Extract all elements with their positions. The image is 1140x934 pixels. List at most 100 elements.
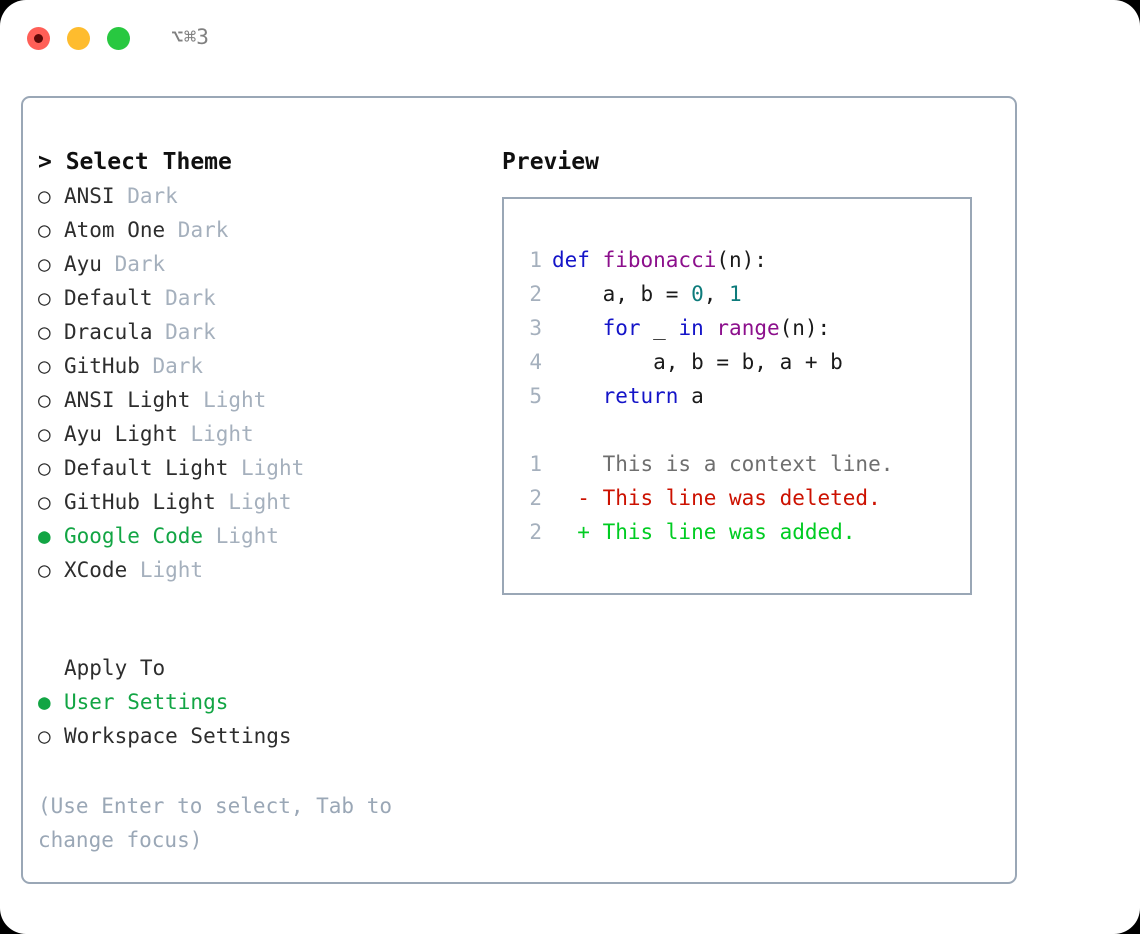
- option-category-tag: Dark: [139, 354, 204, 378]
- code-token-pln: _: [640, 316, 679, 340]
- apply-option-0[interactable]: ● User Settings: [38, 685, 478, 719]
- option-label: XCode: [64, 558, 128, 582]
- radio-unselected-icon: ○: [38, 218, 51, 242]
- recording-indicator-icon: [34, 34, 43, 43]
- theme-option-3[interactable]: ○ Default Dark: [38, 281, 478, 315]
- code-token-num: 1: [729, 282, 742, 306]
- option-category-tag: Light: [190, 388, 267, 412]
- radio-unselected-icon: ○: [38, 252, 51, 276]
- option-label: GitHub Light: [64, 490, 216, 514]
- option-category-tag: Light: [177, 422, 254, 446]
- diff-line-number: 2: [529, 486, 542, 510]
- code-token-pln: [552, 316, 603, 340]
- diff-sample: 1 This is a context line.2 - This line w…: [520, 447, 970, 549]
- code-token-fn: range: [716, 316, 780, 340]
- option-label: Dracula: [64, 320, 153, 344]
- apply-to-option-list[interactable]: ● User Settings ○Workspace Settings: [38, 685, 478, 753]
- code-token-pln: [704, 316, 717, 340]
- diff-line-add: 2 + This line was added.: [520, 515, 970, 549]
- radio-unselected-icon: ○: [38, 286, 51, 310]
- code-line: 3 for _ in range(n):: [520, 311, 970, 345]
- title-bar: ⌥⌘3: [0, 0, 1140, 78]
- diff-line-del: 2 - This line was deleted.: [520, 481, 970, 515]
- theme-option-0[interactable]: ○ ANSI Dark: [38, 179, 478, 213]
- code-token-pln: (n):: [779, 316, 831, 340]
- apply-to-title: Apply To: [64, 656, 166, 680]
- code-line-number: 2: [529, 282, 542, 306]
- option-category-tag: Light: [215, 490, 292, 514]
- radio-selected-icon: ●: [38, 524, 51, 548]
- code-token-kw: in: [678, 316, 704, 340]
- option-label: Default Light: [64, 456, 229, 480]
- option-label: ANSI Light: [64, 388, 191, 412]
- apply-option-1[interactable]: ○Workspace Settings: [38, 719, 478, 753]
- option-category-tag: Light: [203, 524, 279, 548]
- diff-line-number: 2: [529, 520, 542, 544]
- radio-unselected-icon: ○: [38, 422, 51, 446]
- code-token-pln: a, b =: [552, 282, 692, 306]
- theme-option-4[interactable]: ○ Dracula Dark: [38, 315, 478, 349]
- theme-option-7[interactable]: ○ Ayu Light Light: [38, 417, 478, 451]
- theme-option-list[interactable]: ○ANSI Dark○Atom One Dark○Ayu Dark○Defaul…: [38, 179, 478, 587]
- theme-option-2[interactable]: ○Ayu Dark: [38, 247, 478, 281]
- option-category-tag: Light: [127, 558, 204, 582]
- preview-panel-title: Preview: [502, 149, 599, 175]
- code-line-number: 3: [529, 316, 542, 340]
- option-label: Google Code: [64, 524, 204, 548]
- theme-panel-title: > Select Theme: [38, 149, 232, 175]
- content-frame: > Select Theme ○ANSI Dark○Atom One Dark○…: [21, 96, 1017, 884]
- code-line-number: 1: [529, 248, 542, 272]
- option-label: User Settings: [64, 690, 229, 714]
- theme-option-1[interactable]: ○ Atom One Dark: [38, 213, 478, 247]
- diff-line-text: This is a context line.: [552, 452, 894, 476]
- theme-option-5[interactable]: ○ GitHub Dark: [38, 349, 478, 383]
- radio-unselected-icon: ○: [38, 388, 51, 412]
- close-window-button[interactable]: [27, 27, 50, 50]
- code-line-number: 5: [529, 384, 542, 408]
- option-label: ANSI: [64, 184, 115, 208]
- code-line: 5 return a: [520, 379, 970, 413]
- theme-option-10[interactable]: ● Google Code Light: [38, 519, 478, 553]
- diff-line-text: - This line was deleted.: [552, 486, 881, 510]
- code-token-num: 0: [691, 282, 704, 306]
- code-token-pln: [552, 384, 603, 408]
- radio-unselected-icon: ○: [38, 354, 51, 378]
- diff-line-text: + This line was added.: [552, 520, 856, 544]
- code-token-pln: a: [678, 384, 704, 408]
- option-label: Atom One: [64, 218, 166, 242]
- theme-option-8[interactable]: ○Default Light Light: [38, 451, 478, 485]
- option-label: Default: [64, 286, 153, 310]
- option-category-tag: Dark: [101, 252, 166, 276]
- code-token-kw: return: [602, 384, 679, 408]
- code-token-pln: (n):: [716, 248, 767, 272]
- minimize-window-button[interactable]: [67, 27, 90, 50]
- radio-unselected-icon: ○: [38, 558, 51, 582]
- option-category-tag: Dark: [114, 184, 178, 208]
- radio-unselected-icon: ○: [38, 490, 51, 514]
- theme-option-6[interactable]: ○ ANSI Light Light: [38, 383, 478, 417]
- option-category-tag: Dark: [152, 286, 216, 310]
- code-token-pln: a, b = b, a + b: [552, 350, 843, 374]
- code-token-fn: fibonacci: [602, 248, 717, 272]
- option-label: Ayu Light: [64, 422, 178, 446]
- radio-selected-icon: ●: [38, 690, 51, 714]
- code-diff-spacer: [520, 413, 970, 447]
- maximize-window-button[interactable]: [107, 27, 130, 50]
- theme-option-11[interactable]: ○ XCode Light: [38, 553, 478, 587]
- radio-unselected-icon: ○: [38, 184, 51, 208]
- apply-to-section: Apply To ● User Settings ○Workspace Settin…: [38, 651, 478, 753]
- option-category-tag: Light: [228, 456, 305, 480]
- option-category-tag: Dark: [152, 320, 216, 344]
- theme-option-9[interactable]: ○ GitHub Light Light: [38, 485, 478, 519]
- radio-unselected-icon: ○: [38, 320, 51, 344]
- option-label: GitHub: [64, 354, 140, 378]
- option-category-tag: Dark: [165, 218, 229, 242]
- code-line: 4 a, b = b, a + b: [520, 345, 970, 379]
- code-token-pln: ,: [703, 282, 730, 306]
- diff-line-ctx: 1 This is a context line.: [520, 447, 970, 481]
